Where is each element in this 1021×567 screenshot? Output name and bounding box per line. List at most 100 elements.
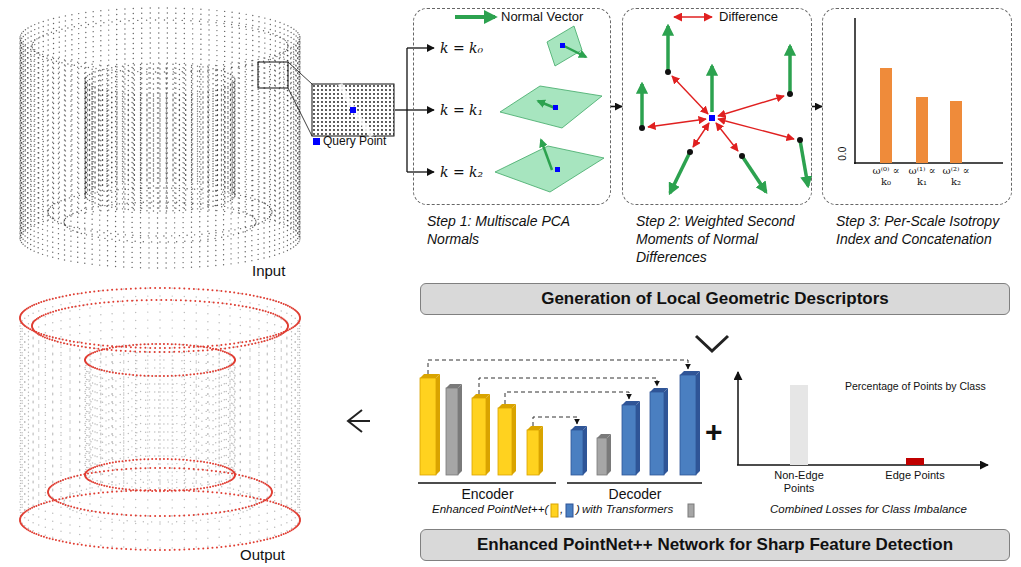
cloud-point: [100, 85, 101, 86]
cloud-point: [269, 131, 270, 132]
cloud-point: [43, 71, 44, 72]
cloud-point: [184, 83, 185, 84]
cloud-point: [34, 44, 35, 45]
cloud-point: [21, 118, 22, 119]
cloud-point: [191, 147, 192, 148]
cloud-point: [108, 59, 109, 60]
cloud-point: [22, 104, 23, 105]
cloud-point: [245, 106, 246, 107]
cloud-point: [270, 44, 271, 45]
cloud-point: [174, 112, 175, 113]
cloud-point: [53, 18, 54, 19]
cloud-point: [19, 36, 20, 37]
cloud-point: [24, 50, 25, 51]
cloud-point: [295, 100, 296, 101]
cloud-point: [297, 52, 298, 53]
cloud-point: [100, 20, 101, 21]
cloud-point: [252, 105, 253, 106]
cloud-point: [58, 93, 59, 94]
cloud-point: [264, 27, 265, 28]
cloud-point: [270, 104, 271, 105]
cloud-point: [299, 82, 300, 83]
cloud-point: [30, 86, 31, 87]
cloud-point: [299, 56, 300, 57]
cloud-point: [157, 142, 158, 143]
cloud-point: [158, 7, 159, 8]
cloud-point: [174, 142, 175, 143]
cloud-point: [157, 112, 158, 113]
cloud-point: [239, 63, 240, 64]
cloud-point: [53, 73, 54, 74]
cloud-point: [245, 141, 246, 142]
cloud-point: [216, 45, 217, 46]
cloud-point: [34, 59, 35, 60]
cloud-point: [43, 41, 44, 42]
cloud-point: [239, 28, 240, 29]
cloud-point: [21, 68, 22, 69]
cloud-point: [140, 107, 141, 108]
cloud-point: [116, 99, 117, 100]
cloud-point: [38, 92, 39, 93]
cloud-point: [175, 42, 176, 43]
cloud-point: [71, 54, 72, 55]
cloud-point: [22, 94, 23, 95]
cloud-point: [158, 42, 159, 43]
cloud-point: [59, 101, 60, 102]
cloud-point: [52, 117, 53, 118]
cloud-point: [141, 63, 142, 64]
cloud-point: [167, 42, 168, 43]
cloud-point: [252, 85, 253, 86]
cloud-point: [184, 38, 185, 39]
cloud-point: [148, 127, 149, 128]
cloud-point: [252, 90, 253, 91]
cloud-point: [116, 34, 117, 35]
cloud-point: [115, 81, 116, 82]
cloud-point: [100, 65, 101, 66]
cloud-point: [21, 108, 22, 109]
cloud-point: [108, 69, 109, 70]
cloud-point: [30, 69, 31, 70]
cloud-point: [150, 27, 151, 28]
cloud-point: [192, 63, 193, 64]
cloud-point: [20, 74, 21, 75]
cloud-point: [70, 90, 71, 91]
cloud-point: [22, 54, 23, 55]
cloud-point: [133, 43, 134, 44]
cloud-point: [33, 100, 34, 101]
cloud-point: [47, 84, 48, 85]
cloud-point: [100, 55, 101, 56]
cloud-point: [30, 81, 31, 82]
cloud-point: [275, 75, 276, 76]
cloud-point: [199, 66, 200, 67]
cloud-point: [19, 83, 20, 84]
cloud-point: [71, 64, 72, 65]
cloud-point: [70, 125, 71, 126]
cloud-point: [116, 84, 117, 85]
cloud-point: [71, 79, 72, 80]
cloud-point: [77, 127, 78, 128]
cloud-point: [78, 28, 79, 29]
cloud-point: [25, 39, 26, 40]
cloud-point: [123, 111, 124, 112]
cloud-point: [20, 109, 21, 110]
cloud-point: [224, 61, 225, 62]
cloud-point: [124, 73, 125, 74]
cloud-point: [141, 13, 142, 14]
cloud-point: [25, 54, 26, 55]
cloud-point: [224, 66, 225, 67]
cloud-point: [123, 66, 124, 67]
cloud-point: [25, 79, 26, 80]
cloud-point: [231, 87, 232, 88]
cloud-point: [59, 26, 60, 27]
cloud-point: [33, 125, 34, 126]
cloud-point: [59, 66, 60, 67]
cloud-point: [299, 132, 300, 133]
cloud-point: [33, 105, 34, 106]
cloud-point: [252, 20, 253, 21]
cloud-point: [38, 112, 39, 113]
cloud-point: [175, 92, 176, 93]
cloud-point: [30, 66, 31, 67]
cloud-point: [124, 43, 125, 44]
cloud-point: [141, 83, 142, 84]
